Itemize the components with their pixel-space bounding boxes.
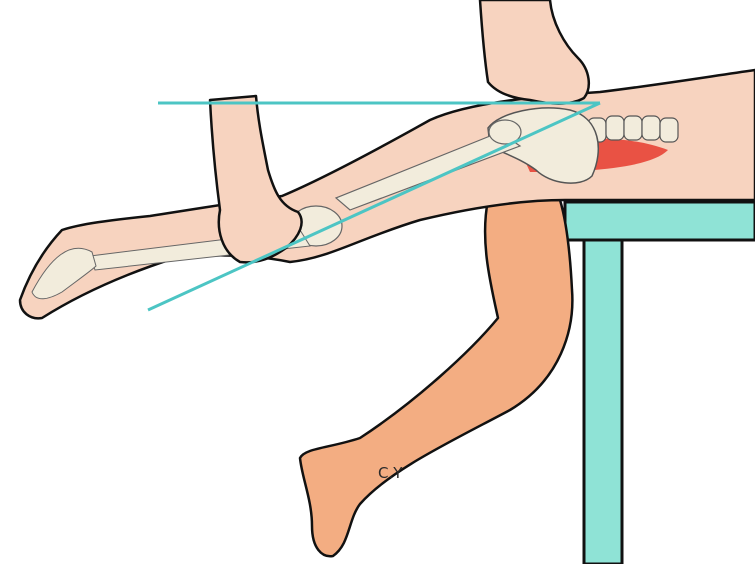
examiner-hand-icon xyxy=(210,96,302,262)
spine-bones xyxy=(588,116,678,142)
artist-signature: C.Y xyxy=(378,464,403,482)
table-icon xyxy=(565,202,755,564)
table-top xyxy=(565,202,755,240)
hanging-leg xyxy=(300,200,572,556)
table-leg xyxy=(584,240,622,564)
examiner-upper-hand-icon xyxy=(480,0,589,104)
